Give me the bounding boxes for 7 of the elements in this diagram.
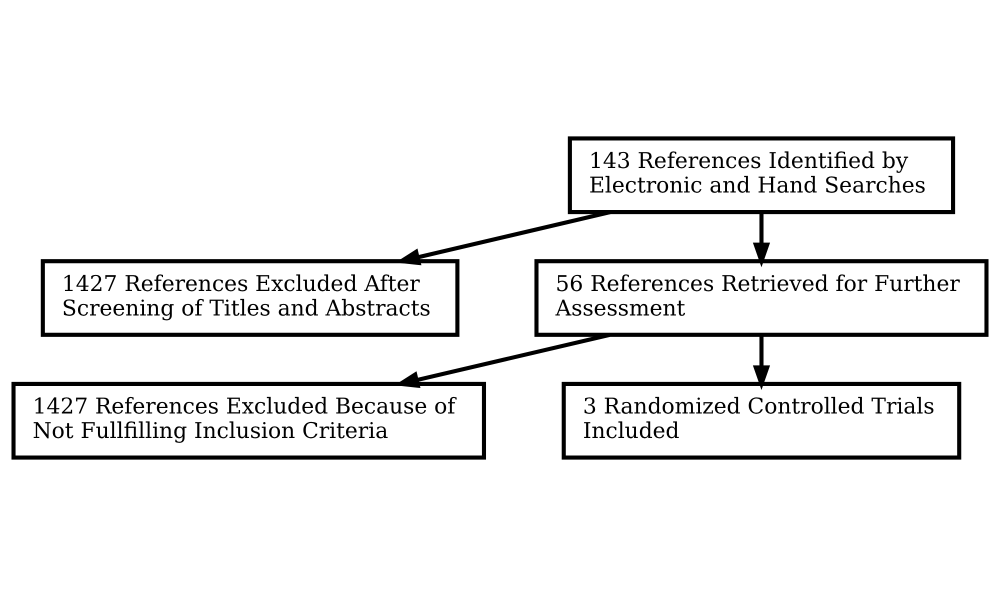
- node-box: 3 Randomized Controlled Trials Included: [562, 381, 962, 460]
- node-box: 1427 References Excluded Because of Not Fullfilling Inclusion Criteria: [11, 381, 486, 460]
- arrow: [752, 334, 770, 390]
- node-box: 143 References Identified by Electronic and Hand Searches: [568, 136, 956, 214]
- node-box: 56 References Retrieved for Further Assessment: [534, 258, 989, 336]
- node-box: 1427 References Excluded After Screening of Titles and Abstracts: [40, 258, 460, 336]
- arrow: [752, 212, 770, 267]
